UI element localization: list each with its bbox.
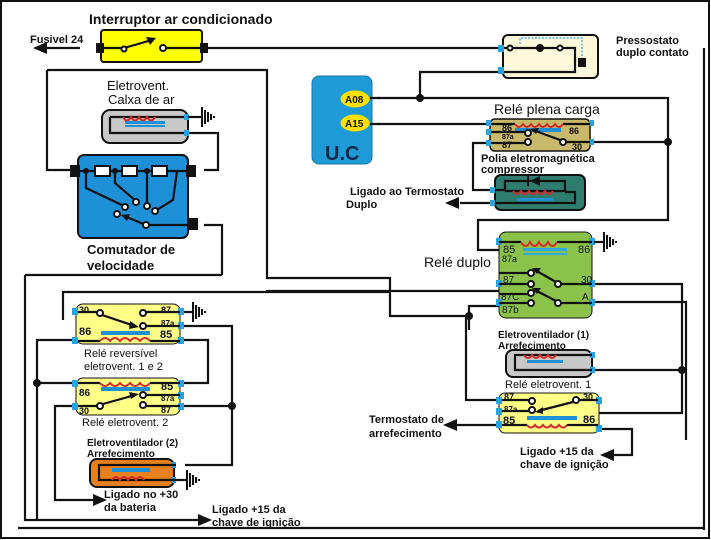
fan1-label-2: Arrefecimento [498, 341, 566, 352]
ign15-left-label-1: Ligado +15 da [212, 504, 287, 516]
reversing-pin-85: 85 [160, 329, 172, 341]
pressure-switch-label-1: Pressostato [616, 35, 679, 47]
double-pin-87: 87 [503, 275, 515, 286]
ign15-right-label-2: chave de ignição [520, 459, 609, 471]
clutch-label-2: compressor [481, 164, 545, 176]
bat30-label-1: Ligado no +30 [104, 489, 178, 501]
speed-switch[interactable] [70, 154, 198, 239]
double-pin-87b: 87b [502, 305, 519, 316]
wires [18, 46, 706, 530]
arrowheads [33, 42, 614, 526]
arrow-ign-right-icon [600, 449, 614, 461]
uc-module[interactable] [311, 75, 380, 165]
full-load-relay-label: Relé plena carga [494, 101, 600, 117]
junction-nodes [33, 94, 686, 410]
uc-pin-a08: A08 [345, 95, 364, 106]
arrow-fuse-icon [33, 42, 47, 54]
fuse-label: Fusivel 24 [30, 34, 84, 46]
fan2-relay-pin-87: 87 [161, 405, 171, 415]
double-relay[interactable] [496, 231, 595, 319]
full-load-pin-86-right: 86 [569, 126, 579, 136]
ground-icon [184, 302, 206, 322]
fan2-relay-pin-30: 30 [79, 406, 89, 416]
arrow-ign-left-icon [198, 514, 212, 526]
fan2-relay-pin-86: 86 [79, 388, 91, 399]
full-load-pin-87a: 87a [502, 134, 514, 141]
coolant-thermostat-label-2: arrefecimento [369, 428, 442, 440]
double-pin-85: 85 [503, 244, 515, 256]
arrow-coolant-icon [443, 419, 457, 431]
fan1-relay-pin-30: 30 [583, 392, 593, 402]
ac-switch-title: Interruptor ar condicionado [89, 11, 273, 27]
fan1-motor[interactable] [505, 349, 595, 378]
fan1-relay-pin-85: 85 [503, 415, 515, 427]
double-pin-87a: 87a [502, 254, 517, 264]
fan2-label-2: Arrefecimento [87, 449, 155, 460]
speed-switch-label-2: velocidade [87, 258, 154, 273]
full-load-pin-87: 87 [502, 140, 512, 150]
reversing-relay[interactable] [72, 303, 184, 345]
double-pin-87c: 87C [501, 292, 519, 303]
coolant-thermostat-label-1: Termostato de [369, 414, 444, 426]
speed-switch-label-1: Comutador de [87, 242, 175, 257]
fan1-relay-label: Relé eletrovent. 1 [505, 379, 591, 391]
compressor-clutch[interactable] [490, 174, 586, 211]
ground-icon [188, 107, 215, 127]
blower-motor[interactable] [101, 109, 189, 144]
fan1-relay-pin-87a: 87a [504, 405, 518, 414]
fan1-label-1: Eletroventilador (1) [498, 330, 589, 341]
fan2-label-1: Eletroventilador (2) [87, 438, 178, 449]
full-load-pin-86-left: 86 [502, 123, 512, 133]
fan2-relay[interactable] [72, 377, 184, 416]
reversing-pin-87: 87 [161, 305, 171, 315]
uc-pin-a15: A15 [345, 119, 364, 130]
double-pin-30: 30 [581, 275, 593, 286]
ground-icon [594, 232, 617, 252]
clutch-label-1: Polia eletromagnética [481, 153, 596, 165]
fan1-relay[interactable] [496, 392, 602, 434]
full-load-relay[interactable] [486, 118, 594, 152]
arrow-bat-icon [93, 494, 107, 506]
double-relay-label: Relé duplo [424, 254, 491, 270]
reversing-pin-87a: 87a [161, 319, 175, 328]
reversing-pin-86: 86 [79, 326, 91, 338]
pressure-switch-label-2: duplo contato [616, 47, 689, 59]
full-load-pin-30: 30 [572, 142, 582, 152]
thermostat-double-label-1: Ligado ao Termostato [350, 186, 464, 198]
ign15-right-label-1: Ligado +15 da [520, 446, 595, 458]
fan2-relay-label: Relé eletrovent. 2 [82, 417, 168, 429]
reversing-relay-label-1: Relé reversível [84, 348, 157, 360]
pressure-switch[interactable] [498, 34, 599, 79]
uc-label: U.C [325, 143, 359, 165]
fan2-relay-pin-87a: 87a [161, 394, 175, 403]
reversing-pin-30: 30 [79, 305, 89, 315]
ground-icon [176, 470, 200, 490]
fan2-motor[interactable] [89, 458, 176, 488]
arrow-thermostat-icon [445, 197, 459, 209]
fan2-relay-pin-85: 85 [161, 381, 173, 393]
ac-switch[interactable] [96, 29, 208, 63]
reversing-relay-label-2: eletrovent. 1 e 2 [84, 361, 163, 373]
double-pin-a: A [582, 292, 589, 303]
fan1-relay-pin-87: 87 [504, 392, 514, 402]
blower-label-2: Calxa de ar [108, 92, 175, 107]
double-pin-86: 86 [578, 244, 590, 256]
ign15-left-label-2: chave de ignição [212, 517, 301, 529]
bat30-label-2: da bateria [104, 502, 157, 514]
blower-label-1: Eletrovent. [107, 78, 169, 93]
thermostat-double-label-2: Duplo [346, 199, 377, 211]
fan1-relay-pin-86: 86 [583, 414, 595, 426]
